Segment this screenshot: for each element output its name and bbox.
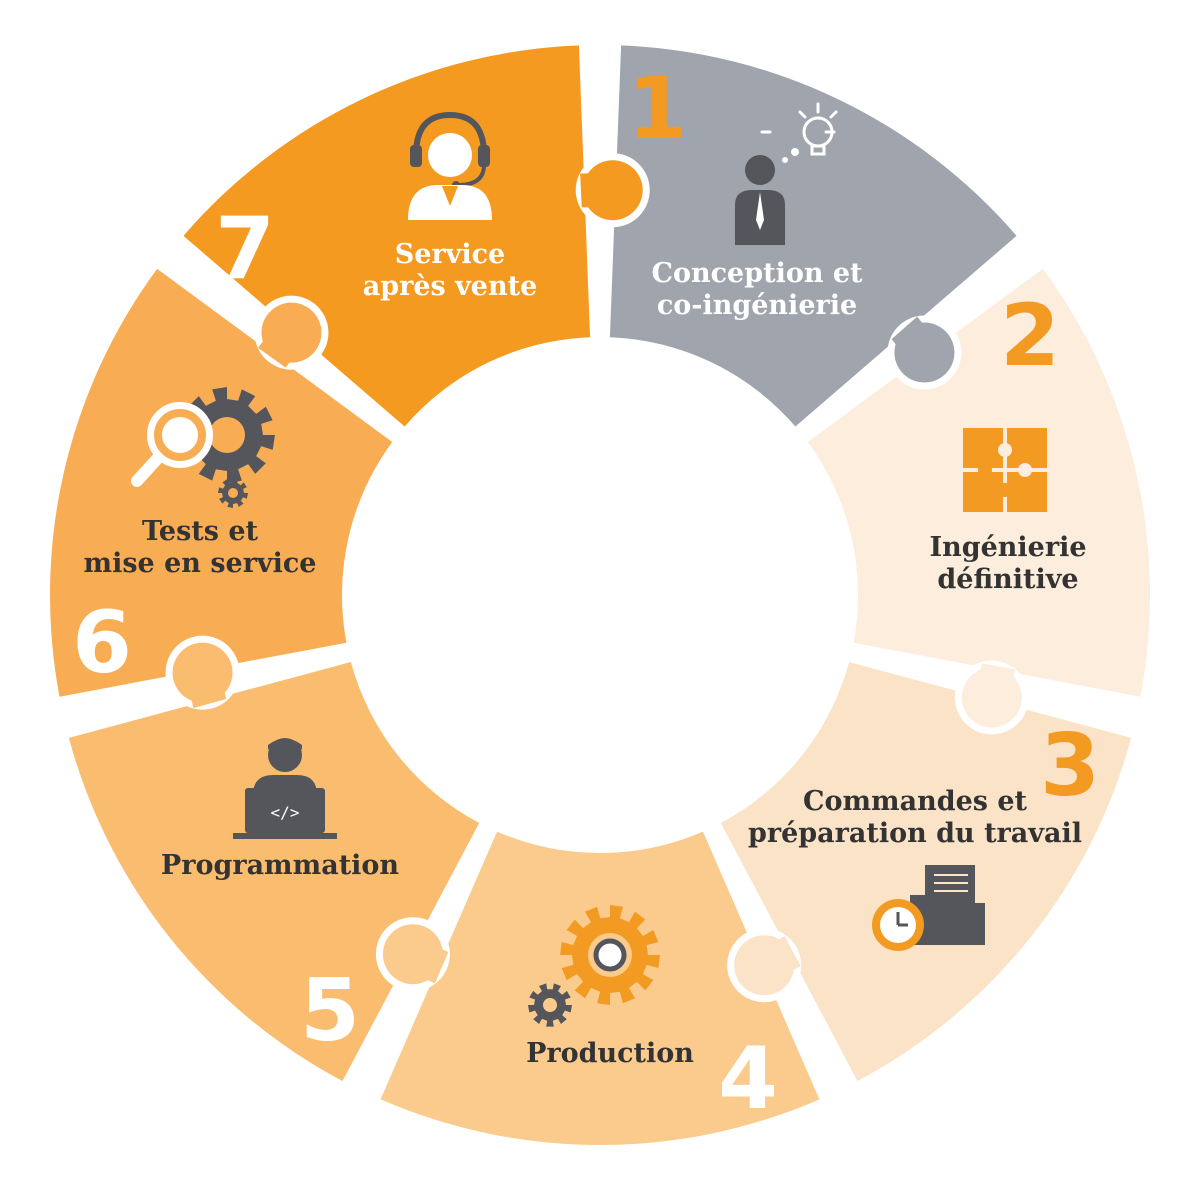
puzzle-neck-1 — [891, 316, 939, 363]
step-label-line: Ingénierie — [929, 532, 1086, 563]
puzzle-neck-6 — [258, 321, 305, 368]
step-number-4: 4 — [718, 1029, 778, 1129]
headset-support-icon — [408, 111, 492, 220]
step-label-4: Production — [526, 1038, 694, 1069]
segment-step-1 — [609, 45, 1017, 427]
puzzle-pieces-icon — [963, 428, 1047, 512]
puzzle-neck-3 — [757, 936, 801, 981]
step-number-7: 7 — [215, 199, 275, 299]
step-label-line: Service — [395, 239, 505, 270]
svg-text:</>: </> — [271, 803, 300, 822]
clock-folder-icon — [872, 865, 985, 951]
step-label-line: définitive — [937, 564, 1078, 595]
puzzle-neck-7 — [580, 173, 614, 208]
segment-step-7 — [183, 45, 591, 427]
puzzle-segments — [49, 45, 1150, 1145]
thinking-person-lightbulb-icon — [735, 102, 838, 245]
segment-step-6 — [49, 268, 393, 697]
step-label-line: Tests et — [142, 516, 259, 547]
step-number-5: 5 — [300, 961, 360, 1061]
step-icons: </> — [131, 102, 1047, 1027]
step-number-3: 3 — [1040, 716, 1100, 816]
step-label-line: Programmation — [161, 850, 400, 881]
step-label-line: mise en service — [84, 548, 317, 579]
step-number-1: 1 — [627, 59, 687, 159]
programmer-laptop-icon: </> — [233, 738, 337, 839]
gears-icon — [528, 905, 660, 1027]
step-numbers: 1 2 3 4 5 6 7 — [72, 59, 1100, 1129]
step-label-line: Production — [526, 1038, 694, 1069]
step-number-6: 6 — [72, 593, 132, 693]
step-label-line: co-ingénierie — [657, 290, 857, 321]
step-label-line: après vente — [363, 271, 538, 302]
step-label-line: Commandes et — [803, 786, 1028, 817]
puzzle-neck-5 — [185, 669, 227, 709]
step-label-line: préparation du travail — [748, 818, 1082, 849]
puzzle-neck-2 — [975, 663, 1016, 702]
segment-step-5 — [68, 662, 480, 1082]
step-label-5: Programmation — [161, 850, 400, 881]
puzzle-neck-4 — [405, 939, 449, 984]
magnifier-gear-icon — [131, 387, 275, 508]
center-hole — [343, 338, 857, 852]
step-number-2: 2 — [1000, 286, 1060, 386]
step-label-line: Conception et — [651, 258, 863, 289]
